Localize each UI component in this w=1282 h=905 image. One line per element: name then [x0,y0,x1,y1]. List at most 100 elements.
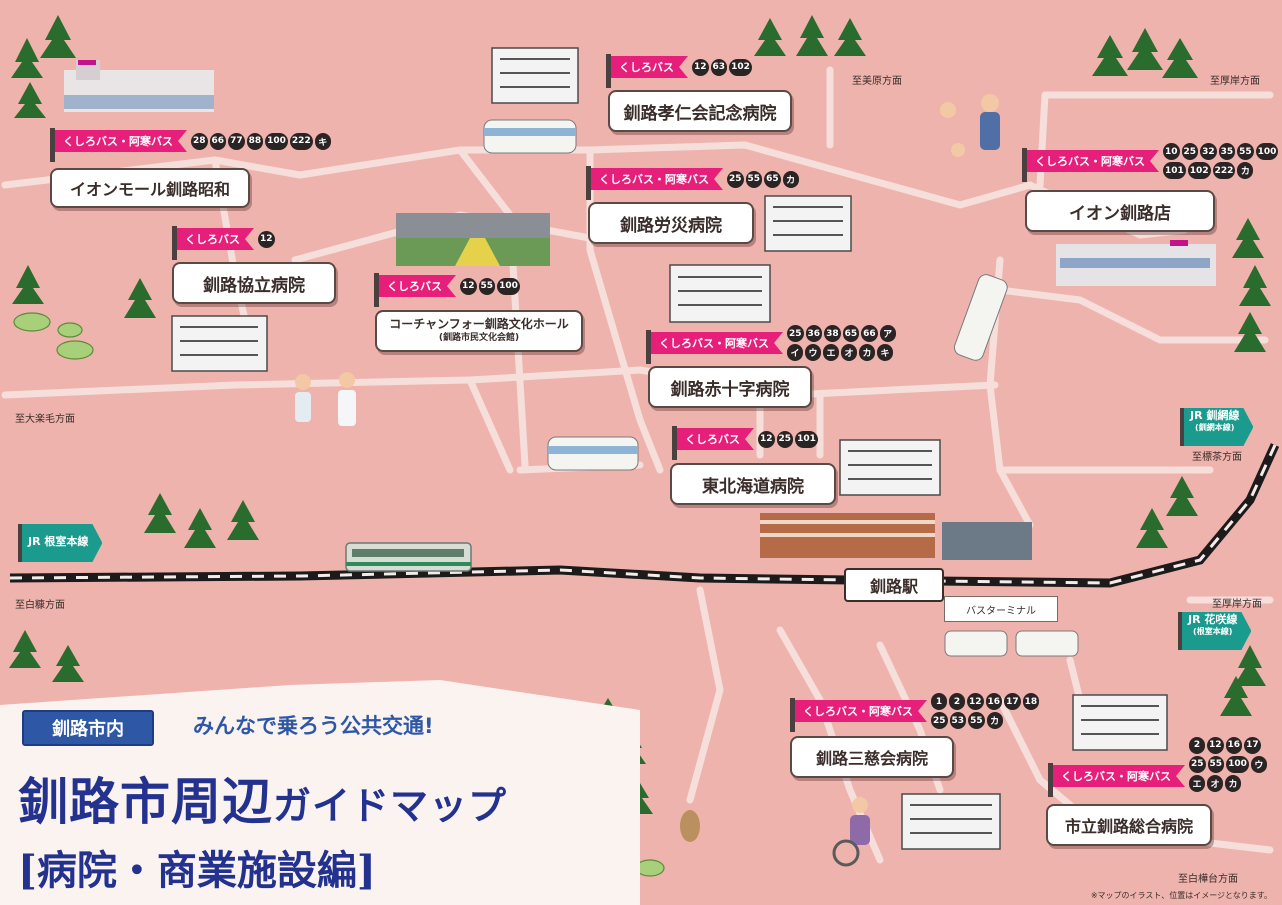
route-badge: オ [841,344,857,361]
route-badge: 2 [1189,736,1205,754]
route-badge: 32 [1200,143,1217,160]
place-label-shiritsu: 市立釧路総合病院 [1046,804,1212,846]
bus-operator: くしろバス [177,228,254,250]
title-main: 釧路市周辺 [18,772,273,831]
jr-senmo-line-flag: JR 釧網線(釧網本線) [1180,408,1253,446]
route-badge: 66 [209,132,227,150]
jr-hanasaki-name: JR 花咲線 [1188,613,1238,626]
route-badge: 102 [729,58,752,76]
slogan-text: みんなで乗ろう公共交通! [193,714,434,738]
place-label-bunka-hall-sub: (釧路市民文化会館) [438,333,520,343]
title-katakana: ガイドマップ [273,783,508,828]
route-badge: 55 [745,170,763,188]
place-label-aeon-kushiro: イオン釧路店 [1025,190,1215,232]
page-subtitle: [病院・商業施設編] [18,847,376,894]
route-badge: 16 [985,693,1003,710]
route-badge: 12 [692,58,709,76]
route-badge: 2 [949,693,965,710]
area-category-badge: 釧路市内 [22,710,154,746]
route-badge: 222 [1212,162,1236,179]
route-badge: 25 [1181,143,1199,160]
page-title: 釧路市周辺ガイドマップ [18,762,507,834]
bush-icons [13,312,665,877]
route-badge: ウ [805,344,821,361]
train-illustration [345,542,472,572]
route-badge: キ [314,132,331,150]
route-badge: カ [782,170,799,188]
route-badge: カ [859,344,875,361]
route-badge: 18 [1022,693,1040,710]
route-badge: ウ [1250,755,1267,773]
route-badge: 12 [967,693,984,710]
direction-akkeshi-north: 至厚岸方面 [1210,76,1260,87]
route-badge: 53 [949,712,967,729]
route-badge: オ [1207,774,1223,792]
title-panel-background [0,680,640,905]
hospital-window-grid [180,58,1159,834]
route-badge: エ [1189,774,1205,792]
route-badge: 55 [1207,755,1225,773]
route-badge: 17 [1244,736,1261,754]
place-label-kyoritsu: 釧路協立病院 [172,262,336,304]
route-badge: 55 [968,712,985,729]
route-badge: 25 [776,430,794,448]
aeon-mall-illustration [64,60,214,112]
people-illustrations [295,94,1000,867]
route-badges: 12 [258,230,275,248]
route-badge: 65 [764,170,781,188]
route-badge: 66 [861,325,878,342]
kushiro-station-label: 釧路駅 [844,568,944,602]
route-badge: 35 [1218,143,1236,160]
route-badge: 63 [710,58,728,76]
route-badge: 36 [805,325,823,342]
place-label-bunka-hall-name: コーチャンフォー釧路文化ホール [389,317,569,331]
aeon-store-illustration [1056,240,1216,286]
route-badge: 102 [1187,162,1211,179]
route-badge: 100 [265,132,288,150]
route-badge: 55 [1237,143,1254,160]
route-badge: カ [986,712,1003,729]
route-badge: 100 [1255,143,1279,160]
direction-akkeshi-east: 至厚岸方面 [1212,599,1262,610]
route-badge: 12 [1207,736,1224,754]
place-label-sekijuji: 釧路赤十字病院 [648,366,812,408]
kushiro-station-illustration [760,513,1032,560]
place-label-aeon-mall: イオンモール釧路昭和 [50,168,250,208]
route-badge: 25 [787,325,804,342]
route-badge: 101 [795,430,818,448]
bus-illustrations [483,119,1079,657]
route-badge: 12 [758,430,775,448]
route-badge: キ [877,344,893,361]
route-badge: 16 [1225,736,1243,754]
direction-otanoshike: 至大楽毛方面 [15,414,75,425]
route-badge: カ [1225,774,1241,792]
route-badge: 28 [191,132,208,150]
route-badge: 65 [842,325,860,342]
place-label-rosai: 釧路労災病院 [588,202,754,244]
route-badge: 100 [1226,755,1249,773]
bus-operator: くしろバス [379,275,456,297]
jr-senmo-name: JR 釧網線 [1190,409,1240,422]
route-badge: 25 [727,170,744,188]
bus-operator: くしろバス・阿寒バス [1027,150,1159,172]
bus-operator: くしろバス [611,56,688,78]
route-badge: 17 [1004,693,1021,710]
bus-operator: くしろバス・阿寒バス [1053,765,1185,787]
route-badge: 55 [478,277,496,295]
